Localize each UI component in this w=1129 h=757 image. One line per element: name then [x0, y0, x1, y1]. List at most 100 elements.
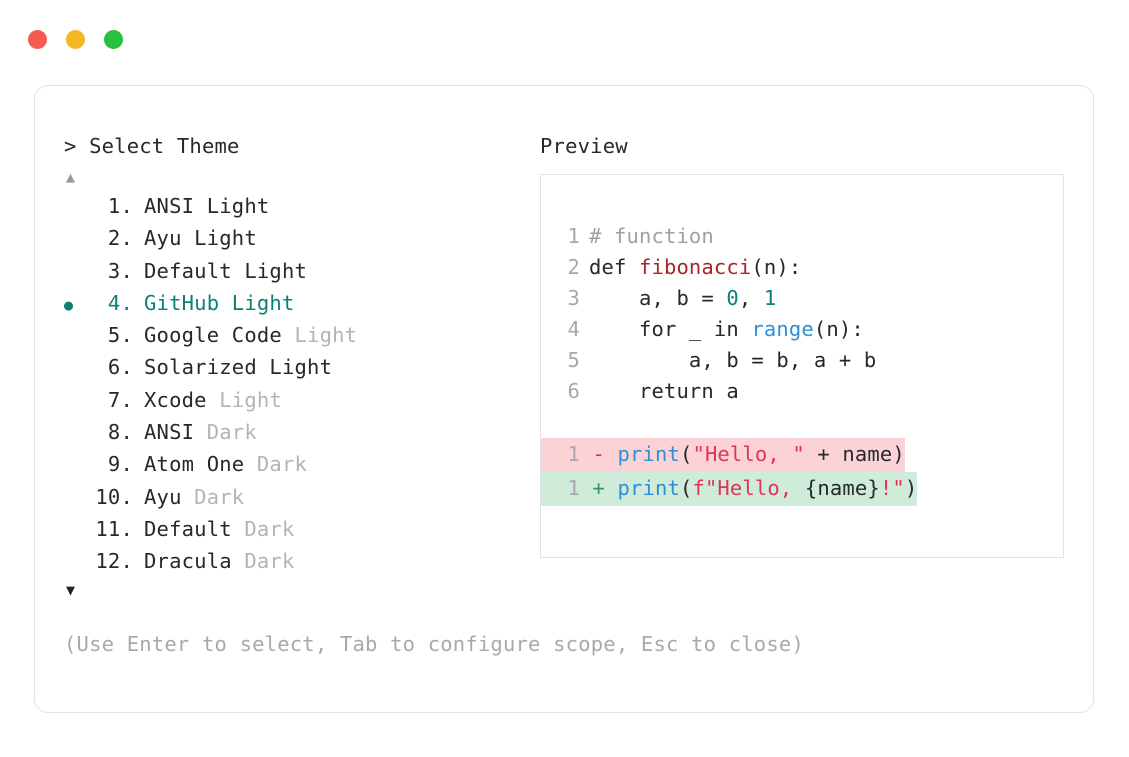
- code-text: def fibonacci(n):: [589, 252, 801, 283]
- scroll-up-icon[interactable]: ▲: [66, 168, 76, 186]
- theme-item-variant: Light: [206, 387, 282, 412]
- code-token: {name}: [804, 476, 880, 500]
- theme-item-index: 1.: [107, 194, 133, 218]
- preview-heading: Preview: [540, 134, 628, 158]
- diff-sign: -: [580, 442, 618, 466]
- diff-highlight: 1 - print("Hello, " + name): [541, 438, 905, 472]
- selection-bullet-icon: ●: [64, 516, 88, 546]
- code-token: ): [904, 476, 918, 500]
- code-token: f"Hello,: [692, 476, 805, 500]
- theme-list-item[interactable]: ●12.Dracula Dark: [64, 546, 514, 578]
- diff-sign: +: [580, 476, 618, 500]
- code-text: a, b = b, a + b: [589, 345, 876, 376]
- theme-item-variant: Light: [194, 194, 270, 218]
- theme-item-index: 3.: [107, 258, 133, 283]
- line-number: 1: [567, 476, 580, 500]
- selection-bullet-icon: ●: [64, 225, 88, 255]
- theme-item-name: Dracula: [144, 549, 232, 574]
- diff-line-add: 1 + print(f"Hello, {name}!"): [541, 472, 1063, 506]
- code-token: (: [679, 442, 693, 466]
- select-theme-heading: > Select Theme: [64, 134, 240, 158]
- theme-item-index: 6.: [107, 355, 133, 380]
- theme-list-item[interactable]: ●2.Ayu Light: [64, 223, 514, 255]
- code-token: a, b =: [589, 286, 727, 310]
- line-number: 4: [567, 317, 580, 341]
- code-token: + name): [804, 442, 905, 466]
- theme-list-item[interactable]: ●3.Default Light: [64, 256, 514, 288]
- theme-list-item[interactable]: ●10.Ayu Dark: [64, 482, 514, 514]
- diff-line-del: 1 - print("Hello, " + name): [541, 438, 1063, 472]
- theme-item-index: 10.: [95, 484, 133, 509]
- theme-item-index: 8.: [107, 420, 133, 445]
- diff-highlight: 1 + print(f"Hello, {name}!"): [541, 472, 918, 506]
- code-text: return a: [589, 376, 739, 407]
- theme-list-item[interactable]: ●5.Google Code Light: [64, 320, 514, 352]
- selection-bullet-icon: ●: [64, 451, 88, 481]
- theme-item-variant: Dark: [194, 420, 257, 445]
- minimize-dot[interactable]: [66, 30, 85, 49]
- code-line: 1 # function: [541, 221, 1063, 252]
- scroll-down-icon[interactable]: ▼: [66, 580, 76, 599]
- selection-bullet-icon: ●: [64, 419, 88, 449]
- theme-item-variant: Dark: [244, 452, 308, 477]
- code-token: 0: [726, 286, 739, 310]
- line-number: 3: [567, 286, 580, 310]
- code-text: # function: [589, 221, 714, 252]
- theme-list-item[interactable]: ●1.ANSI Light: [64, 191, 514, 223]
- theme-item-name: GitHub: [144, 290, 220, 315]
- close-dot[interactable]: [28, 30, 47, 49]
- code-line: 2 def fibonacci(n):: [541, 252, 1063, 283]
- code-text: print("Hello, " + name): [617, 442, 904, 466]
- code-text: for _ in range(n):: [589, 314, 864, 345]
- theme-item-name: Solarized: [144, 355, 257, 380]
- theme-item-name: Xcode: [144, 387, 207, 412]
- line-number: 2: [567, 255, 580, 279]
- keyboard-hint: (Use Enter to select, Tab to configure s…: [64, 632, 804, 656]
- theme-list-item[interactable]: ● 9. Atom One Dark: [64, 449, 514, 481]
- theme-item-index: 7.: [107, 387, 133, 412]
- code-line: 5 a, b = b, a + b: [541, 345, 1063, 376]
- code-line: 6 return a: [541, 376, 1063, 407]
- maximize-dot[interactable]: [104, 30, 123, 49]
- code-token: for _ in: [589, 317, 752, 341]
- theme-item-name: Google Code: [144, 323, 282, 348]
- theme-item-name: ANSI: [144, 420, 195, 445]
- code-token: "Hello, ": [692, 442, 805, 466]
- code-token: print: [617, 442, 680, 466]
- line-number: 1: [567, 442, 580, 466]
- theme-item-index: 4.: [107, 290, 133, 315]
- theme-item-name: Atom One: [144, 452, 245, 477]
- theme-item-variant: Light: [281, 323, 358, 348]
- code-token: ,: [738, 286, 764, 310]
- theme-list-item[interactable]: ●11.Default Dark: [64, 514, 514, 546]
- theme-item-variant: Dark: [181, 484, 245, 509]
- theme-item-index: 12.: [95, 549, 133, 574]
- code-token: fibonacci: [638, 255, 752, 279]
- theme-list-item[interactable]: ●6.Solarized Light: [64, 352, 514, 384]
- selection-bullet-icon: ●: [64, 387, 88, 417]
- code-token: (n):: [813, 317, 864, 341]
- theme-item-name: Ayu: [144, 226, 182, 251]
- theme-item-variant: Light: [231, 258, 308, 283]
- code-token: 1: [763, 286, 777, 310]
- code-token: (: [679, 476, 693, 500]
- selection-bullet-icon: ●: [64, 193, 88, 223]
- code-text: a, b = 0, 1: [589, 283, 776, 314]
- code-line: 4 for _ in range(n):: [541, 314, 1063, 345]
- code-line: 3 a, b = 0, 1: [541, 283, 1063, 314]
- theme-list-item[interactable]: ● 7. Xcode Light: [64, 385, 514, 417]
- code-token: # function: [589, 224, 714, 248]
- selection-bullet-icon: ●: [64, 258, 88, 288]
- theme-list-item[interactable]: ●4.GitHub Light: [64, 288, 514, 320]
- line-number: 1: [567, 224, 580, 248]
- selection-bullet-icon: ●: [64, 295, 74, 314]
- theme-item-index: 11.: [95, 516, 133, 541]
- window-controls: [28, 30, 123, 49]
- theme-selector: > Select Theme ▲ ● 1. ANSI Light ●2.Ayu Lig…: [64, 134, 514, 601]
- theme-list-item[interactable]: ● 8. ANSI Dark: [64, 417, 514, 449]
- theme-list: ●1.ANSI Light●2.Ayu Light●3.Default Ligh…: [64, 191, 514, 579]
- theme-item-index: 9.: [107, 452, 133, 477]
- theme-item-variant: Dark: [231, 516, 295, 541]
